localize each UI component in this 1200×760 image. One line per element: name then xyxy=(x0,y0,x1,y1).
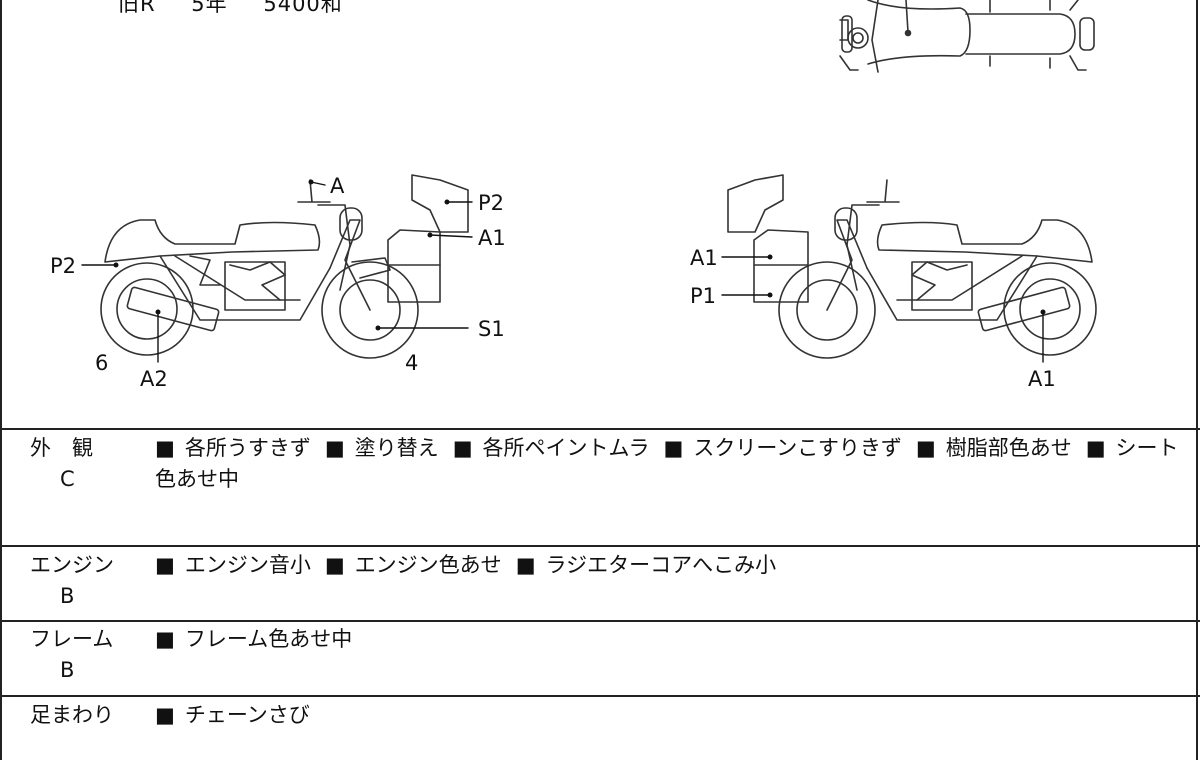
label-rear-fender: P2 xyxy=(50,254,76,278)
divider xyxy=(0,695,1200,697)
section-category: 外 観 C xyxy=(30,433,120,495)
list-item: 各所うすきず xyxy=(155,436,311,460)
motorcycle-diagram: A P2 A1 P2 S1 A2 6 4 A1 P1 A1 xyxy=(50,0,1097,391)
label-front-number: 4 xyxy=(405,351,418,375)
model-type: 旧R xyxy=(118,0,156,16)
section-category: エンジン B xyxy=(30,550,120,612)
section-category: 足まわり xyxy=(30,700,120,731)
list-item: エンジン色あせ xyxy=(325,553,502,577)
grade-label: C xyxy=(60,467,75,491)
list-item: チェーンさび xyxy=(155,703,310,727)
list-item: エンジン音小 xyxy=(155,553,311,577)
category-label: 外 観 xyxy=(30,436,93,460)
divider xyxy=(0,545,1200,547)
side-view-bike-left xyxy=(100,174,469,359)
label-right-cowl-a1: A1 xyxy=(690,246,718,270)
list-item: 塗り替え xyxy=(325,436,439,460)
list-item: スクリーンこすりきず xyxy=(663,436,901,460)
item-list: チェーンさび xyxy=(155,700,1180,731)
item-list: エンジン音小エンジン色あせラジエターコアへこみ小 xyxy=(155,550,1180,581)
divider xyxy=(0,620,1200,622)
category-label: フレーム xyxy=(30,627,114,651)
price-text: 5400和 xyxy=(263,0,343,16)
label-right-muffler: A1 xyxy=(1028,367,1056,391)
list-item: 樹脂部色あせ xyxy=(916,436,1072,460)
label-handle: A xyxy=(330,174,345,198)
label-cowl-top: P2 xyxy=(478,191,504,215)
item-list: フレーム色あせ中 xyxy=(155,624,1180,655)
grade-label: B xyxy=(60,584,75,608)
side-view-bike-right xyxy=(727,174,1097,359)
category-label: 足まわり xyxy=(30,703,114,727)
list-item: フレーム色あせ中 xyxy=(155,627,352,651)
list-item: 各所ペイントムラ xyxy=(453,436,650,460)
label-muffler: A2 xyxy=(140,367,168,391)
list-item: ラジエターコアへこみ小 xyxy=(516,553,776,577)
model-years: 5年 xyxy=(191,0,228,16)
item-list: 各所うすきず塗り替え各所ペイントムラスクリーンこすりきず樹脂部色あせシート色あせ… xyxy=(155,433,1180,495)
label-cowl-mid: A1 xyxy=(478,226,506,250)
label-front-wheel: S1 xyxy=(478,317,505,341)
grade-label: B xyxy=(60,658,75,682)
section-category: フレーム B xyxy=(30,624,120,686)
top-view-bike xyxy=(839,0,1095,73)
divider xyxy=(0,428,1200,430)
category-label: エンジン xyxy=(30,553,114,577)
header-info: 旧R 5年 5400和 xyxy=(118,0,371,18)
label-right-cowl-p1: P1 xyxy=(690,284,716,308)
label-rear-number: 6 xyxy=(95,351,108,375)
